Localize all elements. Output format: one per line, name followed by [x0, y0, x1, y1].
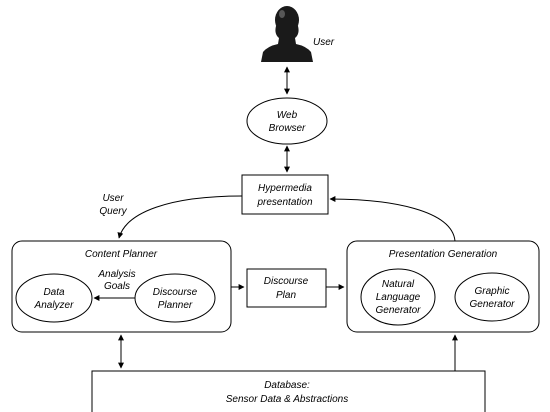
presentation-generation-title: Presentation Generation — [389, 249, 498, 260]
database-label-line2: Sensor Data & Abstractions — [226, 394, 348, 405]
analysis-goals-label-line1: Analysis — [97, 269, 135, 280]
natural-language-generator-node — [360, 268, 436, 326]
data-analyzer-node — [15, 273, 93, 323]
user-label: User — [313, 37, 335, 48]
hypermedia-presentation-node — [241, 174, 329, 215]
discourse-plan-label-line2: Plan — [276, 290, 296, 301]
hypermedia-label-line1: Hypermedia — [258, 183, 312, 194]
discourse-plan-label-line1: Discourse — [264, 276, 309, 287]
discourse-planner-label-line1: Discourse — [153, 287, 198, 298]
user-query-arrow — [117, 195, 243, 239]
analysis-goals-label-line2: Goals — [104, 281, 130, 292]
web-browser-label-line2: Browser — [269, 123, 306, 134]
user-query-label-line2: Query — [99, 206, 127, 217]
content-planner-title: Content Planner — [85, 249, 158, 260]
discourse-planner-label-line2: Planner — [158, 300, 193, 311]
user-silhouette-icon — [261, 6, 313, 62]
nlg-label-line3: Generator — [375, 305, 421, 316]
web-browser-node — [246, 97, 328, 145]
database-label-line1: Database: — [264, 380, 310, 391]
hypermedia-label-line2: presentation — [256, 197, 312, 208]
data-analyzer-label-line2: Analyzer — [34, 300, 75, 311]
graphic-generator-node — [454, 272, 530, 322]
discourse-planner-node — [134, 273, 216, 323]
web-browser-label-line1: Web — [277, 110, 298, 121]
graphic-generator-label-line1: Graphic — [474, 286, 509, 297]
user-query-label-line1: User — [102, 193, 124, 204]
discourse-plan-node — [246, 268, 327, 308]
generation-hypermedia-arrow — [329, 196, 456, 242]
graphic-generator-label-line2: Generator — [469, 299, 515, 310]
nlg-label-line2: Language — [376, 292, 421, 303]
data-analyzer-label-line1: Data — [43, 287, 65, 298]
nlg-label-line1: Natural — [382, 279, 415, 290]
database-node — [91, 370, 486, 412]
